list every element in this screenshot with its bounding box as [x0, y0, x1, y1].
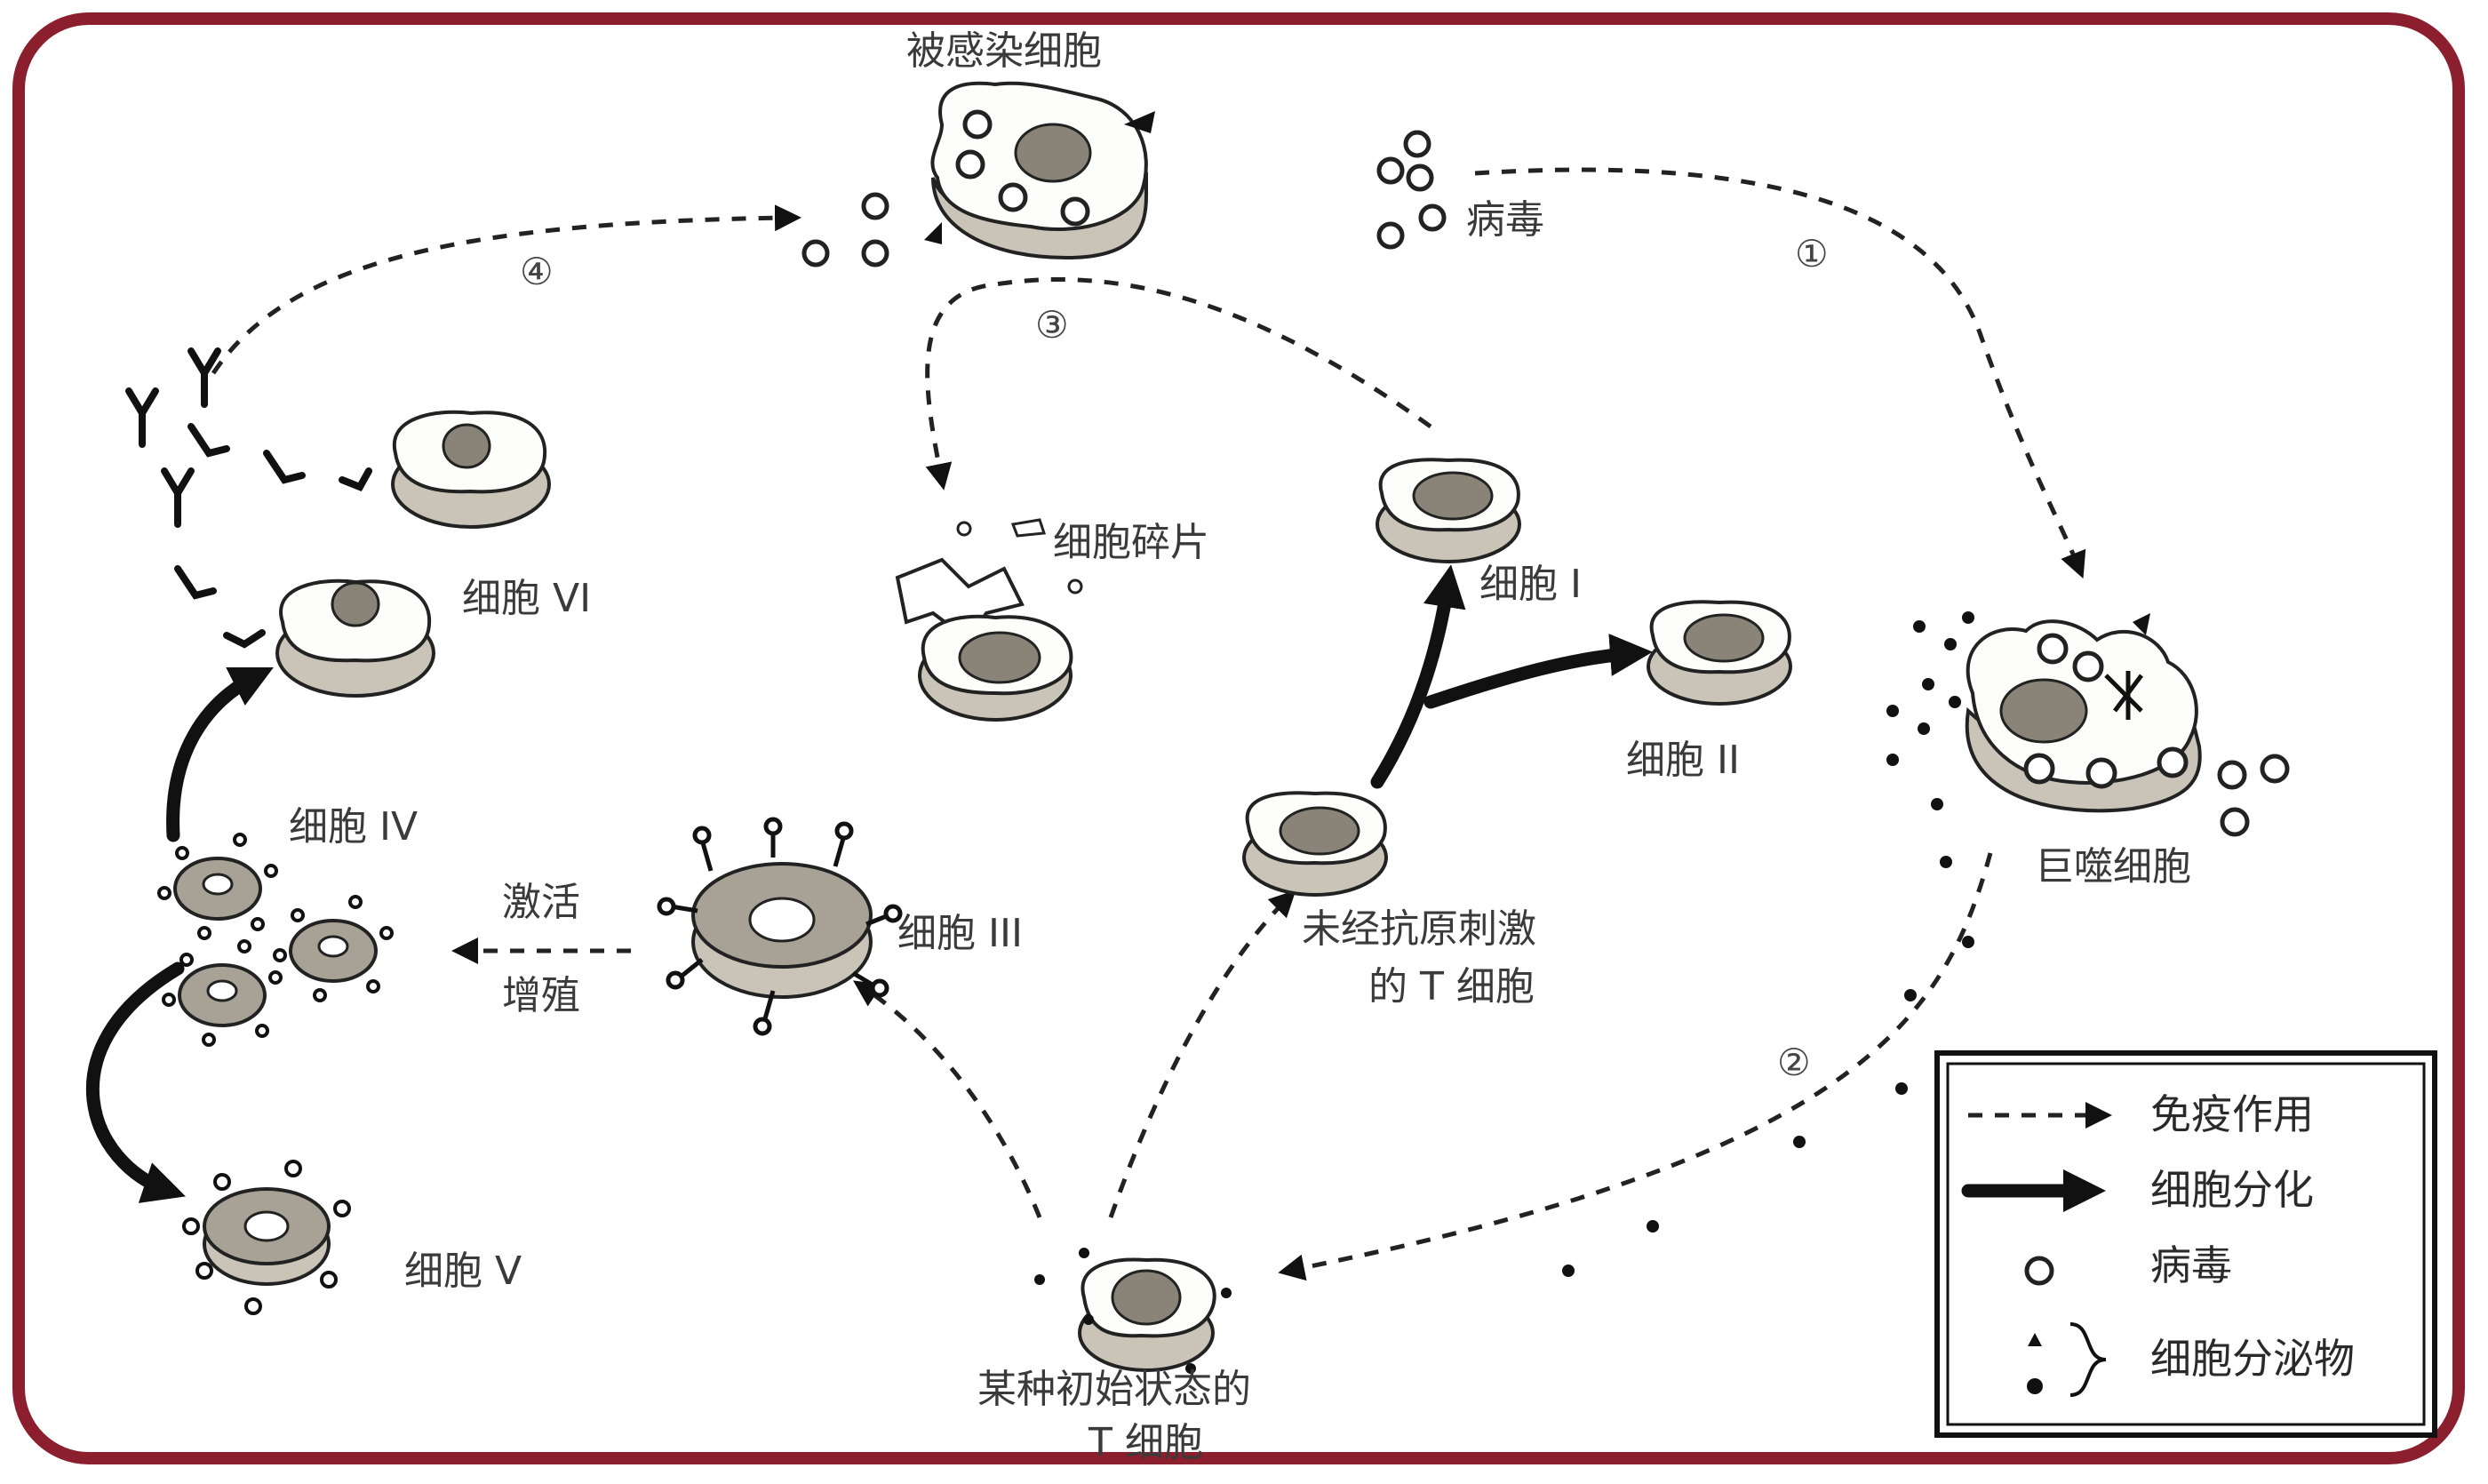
- unstimulated-t-label-2: 的 T 细胞: [1368, 964, 1535, 1009]
- macrophage: [1965, 613, 2202, 813]
- cell-1-label: 细胞 I: [1479, 562, 1582, 607]
- naive-t-label-1: 某种初始状态的: [977, 1367, 1251, 1412]
- cell-4-cluster: [157, 833, 394, 1047]
- arrow-t-to-fragments: [925, 276, 1432, 491]
- cell-3: [657, 817, 903, 1036]
- cell-2: [1647, 600, 1792, 706]
- cell-6-label: 细胞 VI: [462, 576, 591, 621]
- unstimulated-t-label-1: 未经抗原刺激: [1302, 906, 1536, 952]
- macrophage-label: 巨噬细胞: [2035, 844, 2191, 890]
- cell-fragments: [895, 518, 1083, 722]
- arrow-virus-to-macrophage: [1474, 167, 2086, 579]
- arrow-to-cell6: [166, 667, 274, 842]
- cell-3-label: 细胞 III: [897, 911, 1023, 956]
- cell-5-label: 细胞 V: [404, 1249, 522, 1294]
- free-viruses-right: [2217, 754, 2290, 837]
- step-3: ③: [1035, 303, 1069, 347]
- arrow-macrophage-to-t: [1278, 852, 1993, 1281]
- legend-immune-action: 免疫作用: [2150, 1090, 2314, 1138]
- legend: 免疫作用 细胞分化 病毒 细胞分泌物: [1934, 1050, 2437, 1438]
- cell-5: [182, 1160, 351, 1315]
- secretion-dots-path: [1562, 936, 1974, 1277]
- cell-6: [275, 410, 551, 698]
- free-viruses-left: [801, 192, 889, 267]
- unstimulated-t-cell: [1242, 791, 1388, 897]
- activate-label: 激活: [502, 880, 580, 925]
- arrow-to-cell1: [1370, 564, 1466, 789]
- step-4: ④: [520, 250, 554, 293]
- antibodies: [125, 347, 372, 649]
- cell-4-label: 细胞 IV: [289, 804, 418, 850]
- infected-cell-label: 被感染细胞: [906, 28, 1102, 74]
- cell-1: [1376, 458, 1521, 563]
- macrophage-secretion-dots: [1886, 611, 1974, 868]
- arrow-t-to-cell3: [853, 980, 1042, 1218]
- proliferate-label: 增殖: [502, 973, 580, 1018]
- arrow-antibody-to-virus: [211, 204, 801, 375]
- arrow-to-cell2: [1423, 634, 1653, 709]
- step-2: ②: [1777, 1041, 1811, 1084]
- step-1: ①: [1795, 232, 1829, 275]
- arrow-t-to-unstimulated: [1108, 890, 1296, 1218]
- legend-secretion: 细胞分泌物: [2150, 1335, 2355, 1383]
- infected-cell: [924, 81, 1155, 260]
- naive-t-label-2: T 细胞: [1088, 1420, 1203, 1465]
- virus-cluster: [1376, 130, 1447, 250]
- cell-2-label: 细胞 II: [1626, 738, 1740, 783]
- naive-t-secretion-dots: [1034, 1248, 1232, 1374]
- naive-t-cell: [1078, 1257, 1216, 1372]
- legend-cell-differentiation: 细胞分化: [2150, 1166, 2314, 1214]
- virus-label: 病毒: [1466, 197, 1544, 243]
- legend-virus: 病毒: [2150, 1241, 2232, 1289]
- cell-fragments-label: 细胞碎片: [1053, 520, 1209, 565]
- arrow-to-cell5: [85, 961, 186, 1203]
